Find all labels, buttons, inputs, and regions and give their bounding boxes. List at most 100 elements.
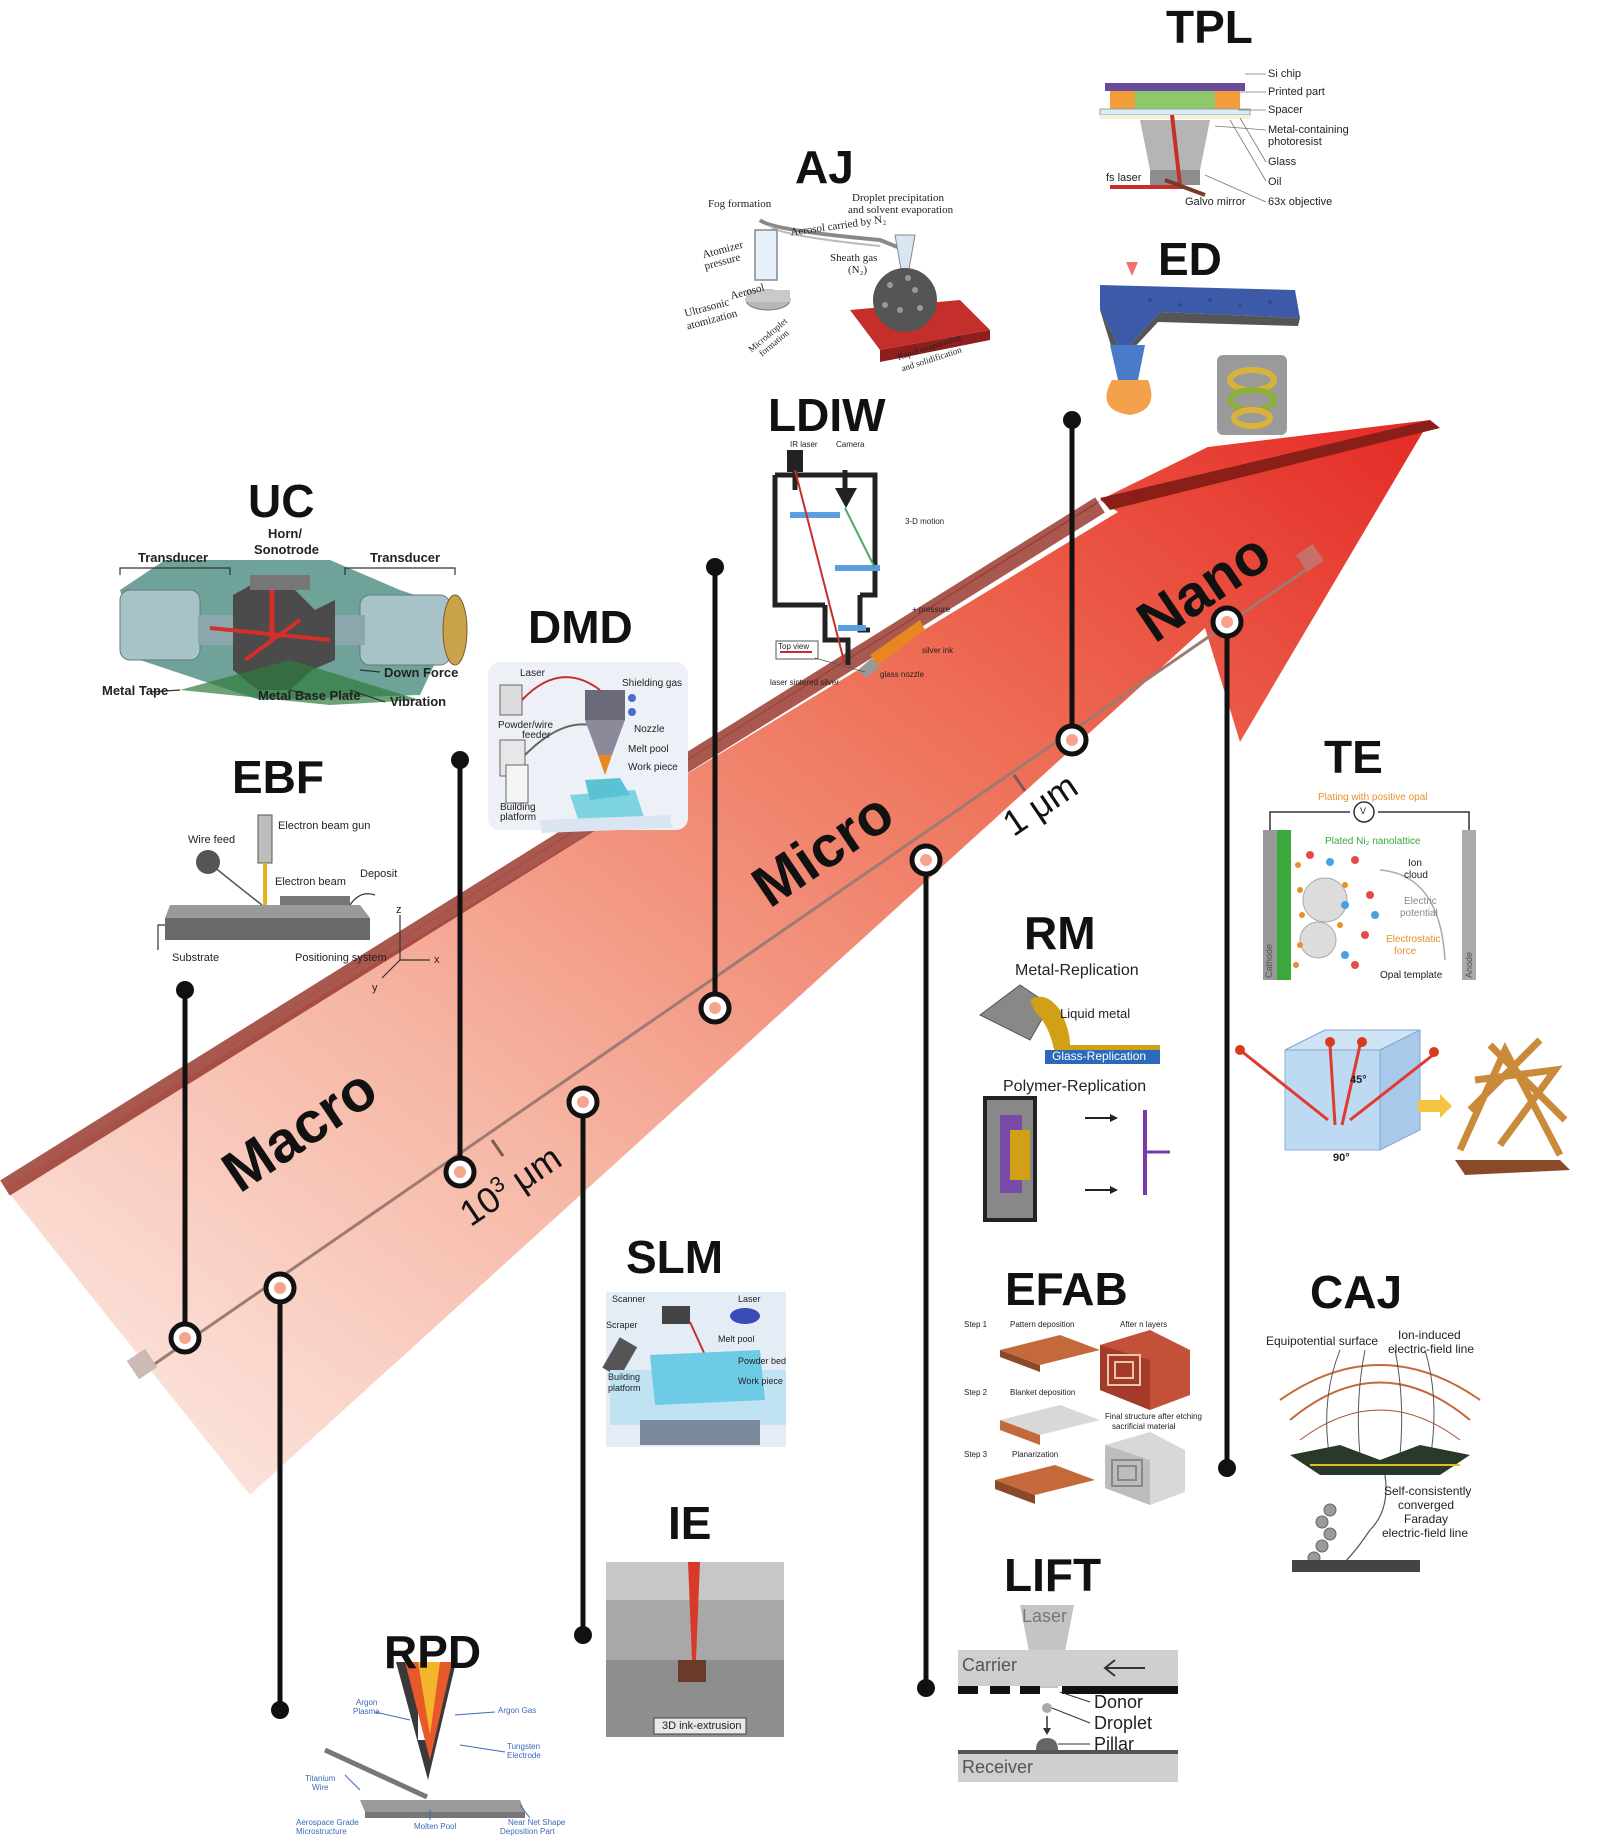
- uc-label: Down Force: [384, 665, 459, 680]
- rpd-label: Wire: [312, 1783, 329, 1792]
- dmd-title: DMD: [528, 601, 633, 653]
- slm-label: platform: [608, 1383, 641, 1393]
- connector-end-dot: [1063, 411, 1081, 429]
- tpl-label: 63x objective: [1268, 196, 1333, 208]
- ldiw-schematic: [772, 455, 878, 665]
- connector-end-dot: [574, 1626, 592, 1644]
- connector-end-dot: [1218, 1459, 1236, 1477]
- lift-label: Receiver: [962, 1757, 1034, 1777]
- slm-label: Powder bed: [738, 1356, 787, 1366]
- te-label: Electric: [1404, 896, 1437, 907]
- uc-label: Vibration: [390, 694, 447, 709]
- lift-label: Droplet: [1094, 1713, 1153, 1733]
- caj-label: Equipotential surface: [1266, 1334, 1379, 1348]
- te-title: TE: [1324, 731, 1383, 783]
- tpl-label: Si chip: [1268, 68, 1302, 80]
- scale-node-dot: [709, 1002, 721, 1014]
- tpl-label: Metal-containing: [1268, 124, 1349, 136]
- ldiw-label: Top view: [778, 642, 810, 651]
- dmd-label: feeder: [522, 730, 551, 741]
- dmd-label: platform: [500, 812, 537, 823]
- rm-label: Metal-Replication: [1015, 962, 1139, 979]
- rpd-label: Tungsten: [507, 1742, 541, 1751]
- dmd-label: Powder/wire: [498, 720, 554, 731]
- efab-label: Step 1: [964, 1320, 988, 1329]
- te-label: Anode: [1464, 951, 1474, 978]
- tpl-label: fs laser: [1106, 172, 1142, 184]
- ebf-schematic: [157, 814, 430, 979]
- tpl-schematic: [1099, 73, 1267, 203]
- te-schematic: [1263, 801, 1476, 980]
- efab-title: EFAB: [1005, 1263, 1128, 1315]
- dmd-label: Shielding gas: [622, 678, 683, 689]
- lift-schematic: [958, 1605, 1178, 1782]
- ebf-label: Positioning system: [295, 952, 387, 964]
- efab-label: sacrificial material: [1112, 1422, 1176, 1431]
- ldiw-label: glass nozzle: [880, 670, 925, 679]
- scale-node-dot: [274, 1282, 286, 1294]
- lift-label: Donor: [1094, 1692, 1144, 1712]
- aj-label: Sheath gas: [830, 252, 878, 264]
- ed-title: ED: [1158, 233, 1222, 285]
- te-label: potential: [1400, 908, 1438, 919]
- aj-title: AJ: [795, 141, 854, 193]
- scale-node-dot: [179, 1332, 191, 1344]
- lift-title: LIFT: [1004, 1549, 1102, 1601]
- rpd-label: Titanium: [305, 1774, 336, 1783]
- caj-label: converged: [1398, 1498, 1455, 1512]
- rpd-label: Electrode: [507, 1751, 541, 1760]
- te-label: V: [1360, 806, 1367, 816]
- rpd-label: Plasma: [353, 1707, 380, 1716]
- aj-label: Fog formation: [708, 198, 772, 210]
- ebf-label: y: [372, 982, 378, 994]
- scale-node-dot: [1221, 616, 1233, 628]
- ebf-label: x: [434, 954, 440, 966]
- ie-photo: [606, 1562, 784, 1737]
- ldiw-label: 3-D motion: [905, 517, 945, 526]
- slm-title: SLM: [626, 1231, 724, 1283]
- efab-label: Pattern deposition: [1010, 1320, 1075, 1329]
- te-label: 90°: [1333, 1152, 1350, 1164]
- rpd-label: Aerospace Grade: [296, 1818, 359, 1827]
- caj-label: Self-consistently: [1384, 1484, 1472, 1498]
- scale-node-dot: [577, 1096, 589, 1108]
- te-lattice: [1235, 1029, 1570, 1175]
- slm-label: Work piece: [738, 1376, 783, 1386]
- caj-label: Faraday: [1404, 1512, 1449, 1526]
- aj-schematic: [745, 218, 990, 362]
- slm-label: Building: [608, 1372, 641, 1382]
- rpd-label: Argon: [356, 1698, 378, 1707]
- aj-label: Droplet precipitation: [852, 192, 944, 204]
- uc-label: Metal Tape: [102, 683, 169, 698]
- connector-end-dot: [271, 1701, 289, 1719]
- ldiw-label: silver ink: [922, 646, 954, 655]
- rpd-label: Molten Pool: [414, 1822, 457, 1831]
- caj-label: electric-field line: [1382, 1526, 1469, 1540]
- rpd-label: Argon Gas: [498, 1706, 537, 1715]
- te-label: Cathode: [1264, 943, 1274, 978]
- ebf-label: Deposit: [360, 868, 398, 880]
- rm-label: Glass-Replication: [1052, 1049, 1147, 1063]
- dmd-label: Nozzle: [634, 724, 665, 735]
- aj-label: and solvent evaporation: [848, 204, 954, 216]
- slm-schematic: [602, 1292, 786, 1447]
- te-label: Electrostatic: [1386, 934, 1441, 945]
- dmd-label: Work piece: [628, 762, 678, 773]
- caj-label: electric-field line: [1388, 1342, 1475, 1356]
- scale-axis: [142, 558, 1321, 1374]
- ebf-label: Electron beam gun: [278, 820, 371, 832]
- uc-label: Sonotrode: [254, 542, 319, 557]
- slm-label: Melt pool: [718, 1334, 755, 1344]
- rpd-label: Microstructure: [296, 1827, 347, 1836]
- scale-node-dot: [454, 1166, 466, 1178]
- connector-end-dot: [451, 751, 469, 769]
- te-label: Ion: [1408, 858, 1422, 869]
- dmd-schematic: [488, 662, 688, 833]
- uc-label: Horn/: [268, 526, 302, 541]
- lift-label: Carrier: [962, 1655, 1018, 1675]
- te-label: 45°: [1350, 1074, 1367, 1086]
- rpd-label: Deposition Part: [500, 1827, 555, 1836]
- caj-title: CAJ: [1310, 1266, 1403, 1318]
- ie-title: IE: [668, 1497, 712, 1549]
